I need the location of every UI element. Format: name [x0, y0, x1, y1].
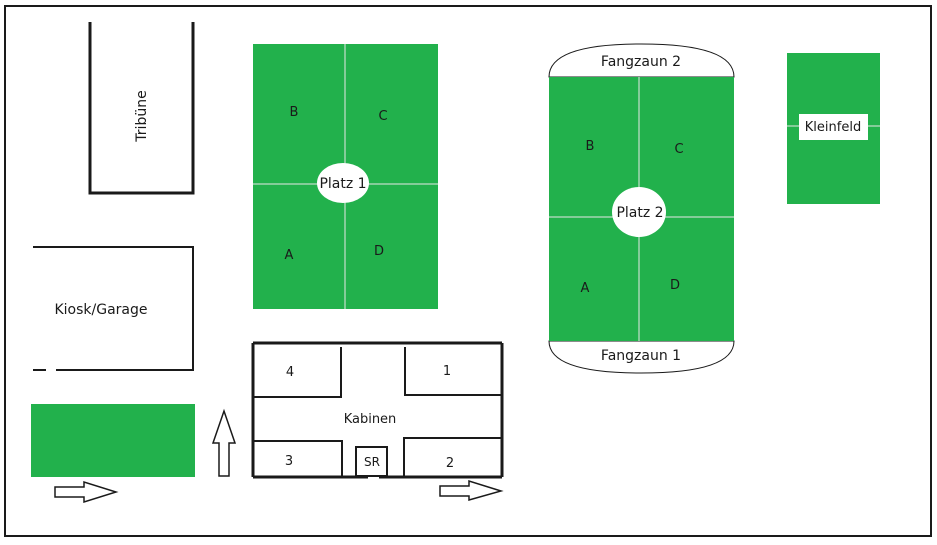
platz-2-zone-d: D — [670, 278, 680, 293]
fangzaun-2-label: Fangzaun 2 — [601, 54, 681, 70]
cabin-3-outline — [253, 440, 343, 477]
tribune-outline — [88, 22, 195, 195]
kleinfeld-label: Kleinfeld — [805, 120, 861, 135]
cabin-4-outline — [253, 347, 342, 398]
kabinen-label: Kabinen — [344, 412, 397, 427]
cabin-2-label: 2 — [446, 456, 454, 471]
platz-2-zone-c: C — [674, 142, 683, 157]
cabin-1-label: 1 — [443, 364, 451, 379]
platz-2-zone-a: A — [581, 281, 590, 296]
fangzaun-2-outline — [548, 43, 735, 78]
kabinen-building: 4 1 Kabinen 3 SR 2 — [251, 341, 504, 479]
fangzaun-1-outline — [548, 340, 735, 374]
platz-2-center-circle — [612, 187, 666, 237]
arrow-right-icon — [439, 479, 504, 501]
kleinfeld-label-box — [799, 114, 868, 140]
kiosk-garage-outline — [33, 246, 194, 371]
arrow-right-icon — [54, 480, 119, 504]
cabin-4-label: 4 — [286, 365, 294, 380]
sr-room-outline — [355, 446, 388, 477]
cabin-1-outline — [404, 347, 502, 396]
tribune-label: Tribüne — [134, 90, 150, 142]
platz-1-zone-b: B — [290, 105, 299, 120]
cabin-3-label: 3 — [285, 454, 293, 469]
platz-2-field: Platz 2 B C A D Fangzaun 2 Fangzaun 1 — [548, 43, 735, 374]
platz-1-field: Platz 1 B C A D — [253, 44, 438, 309]
kleinfeld-field: Kleinfeld — [787, 53, 880, 204]
arrow-up-icon — [211, 408, 237, 477]
kiosk-garage-label: Kiosk/Garage — [54, 302, 147, 318]
platz-2-zone-b: B — [586, 139, 595, 154]
sr-room-label: SR — [364, 455, 380, 469]
fangzaun-1-label: Fangzaun 1 — [601, 348, 681, 364]
platz-1-zone-a: A — [285, 248, 294, 263]
cabin-2-outline — [403, 437, 502, 477]
platz-1-zone-c: C — [378, 109, 387, 124]
platz-1-zone-d: D — [374, 244, 384, 259]
platz-1-center-circle — [317, 163, 369, 203]
platz-1-label: Platz 1 — [319, 176, 366, 192]
platz-2-label: Platz 2 — [616, 205, 663, 221]
green-area — [31, 404, 195, 477]
